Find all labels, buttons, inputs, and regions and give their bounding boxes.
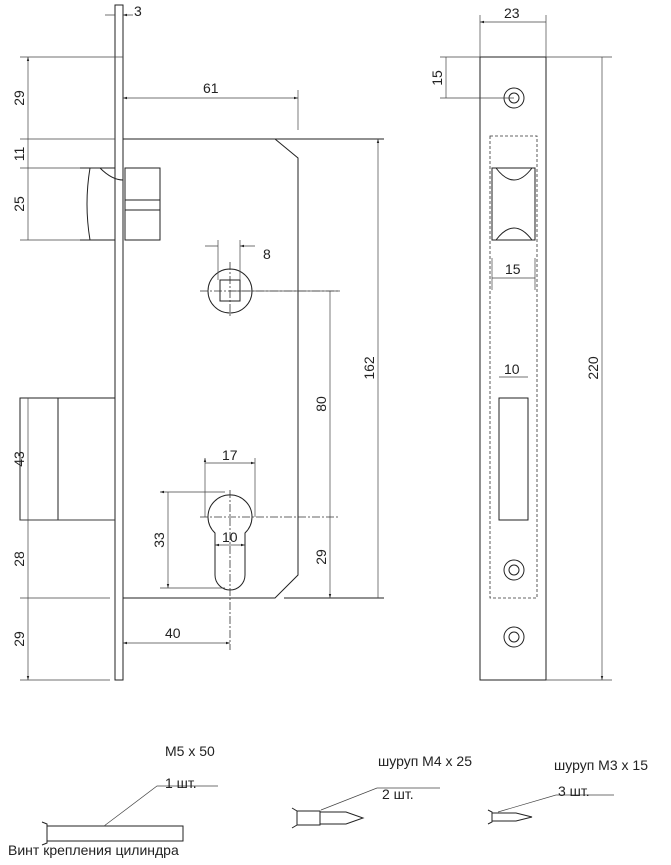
dim-case: 162 [361,356,377,380]
hardware-qty: 2 шт. [382,786,414,802]
screw-m4 [291,787,440,829]
dim-spindle: 8 [263,246,271,262]
dim-bolt: 43 [11,451,27,467]
dim-cyl-backset: 40 [165,625,181,641]
dim-latch-slot: 15 [505,261,521,277]
screw-hole-icon [503,559,525,581]
dim-screw-offset: 15 [429,70,445,86]
hardware-name: шуруп M3 x 15 [554,757,648,773]
dim-cyl-slot: 10 [222,529,238,545]
caption: Винт крепления цилиндра [8,842,179,858]
dim-latch: 25 [11,196,27,212]
dim-gap: 11 [11,147,27,162]
dim-center: 80 [313,396,329,412]
screw-hole-icon [503,626,525,648]
dim-cyl-width: 17 [222,447,238,463]
bolt-slot [498,397,529,521]
side-view [440,15,612,680]
latch-body [124,167,161,241]
cylinder-hole [207,494,253,591]
lock-case [123,138,299,599]
dim-backset: 61 [203,80,219,96]
dim-thickness: 3 [134,3,142,19]
hardware-name: M5 x 50 [165,743,215,759]
hardware-qty: 1 шт. [165,775,197,791]
latch-slot [491,167,536,241]
faceplate-edge [114,4,124,681]
hardware-qty: 3 шт. [558,783,590,799]
dim-bolt-bottom: 28 [11,551,27,567]
dim-bottom: 29 [11,631,27,647]
dim-cyl-height: 33 [151,532,167,548]
dim-bolt-slot: 10 [504,361,520,377]
deadbolt [19,397,116,521]
dim-top: 29 [11,90,27,106]
screw-m3 [487,794,614,825]
latch [80,167,124,241]
dim-plate-width: 23 [504,5,520,21]
dim-plate-length: 220 [585,356,601,380]
hardware-name: шуруп M4 x 25 [378,753,472,769]
dim-cyl-bottom: 29 [313,549,329,565]
front-view [19,4,384,681]
screw-m5 [41,785,218,846]
